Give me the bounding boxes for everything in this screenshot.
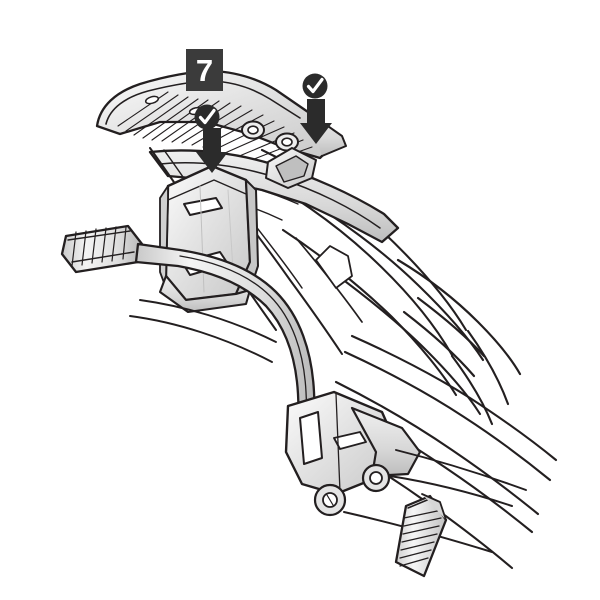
part-fairing-lower-edge: [396, 258, 522, 378]
check-glyph: [306, 77, 324, 94]
part-mount-plate: [158, 164, 259, 314]
marker-left: [194, 104, 228, 173]
down-arrow-icon: [300, 99, 332, 144]
check-circle-icon: [302, 73, 328, 99]
check-circle-icon: [194, 104, 220, 130]
part-bolt: [394, 493, 448, 578]
part-frame-lines: [129, 299, 277, 363]
part-lower-bracket: [284, 390, 527, 553]
step-number-badge: 7: [186, 49, 223, 91]
pivot-hole: [313, 483, 347, 517]
bolt-boss: [241, 120, 265, 140]
down-arrow-icon: [196, 128, 228, 173]
pivot-hole: [361, 463, 391, 493]
marker-right: [300, 73, 332, 144]
check-glyph: [198, 108, 216, 125]
bolt-boss: [275, 132, 299, 152]
part-grab-rail: [60, 224, 144, 274]
